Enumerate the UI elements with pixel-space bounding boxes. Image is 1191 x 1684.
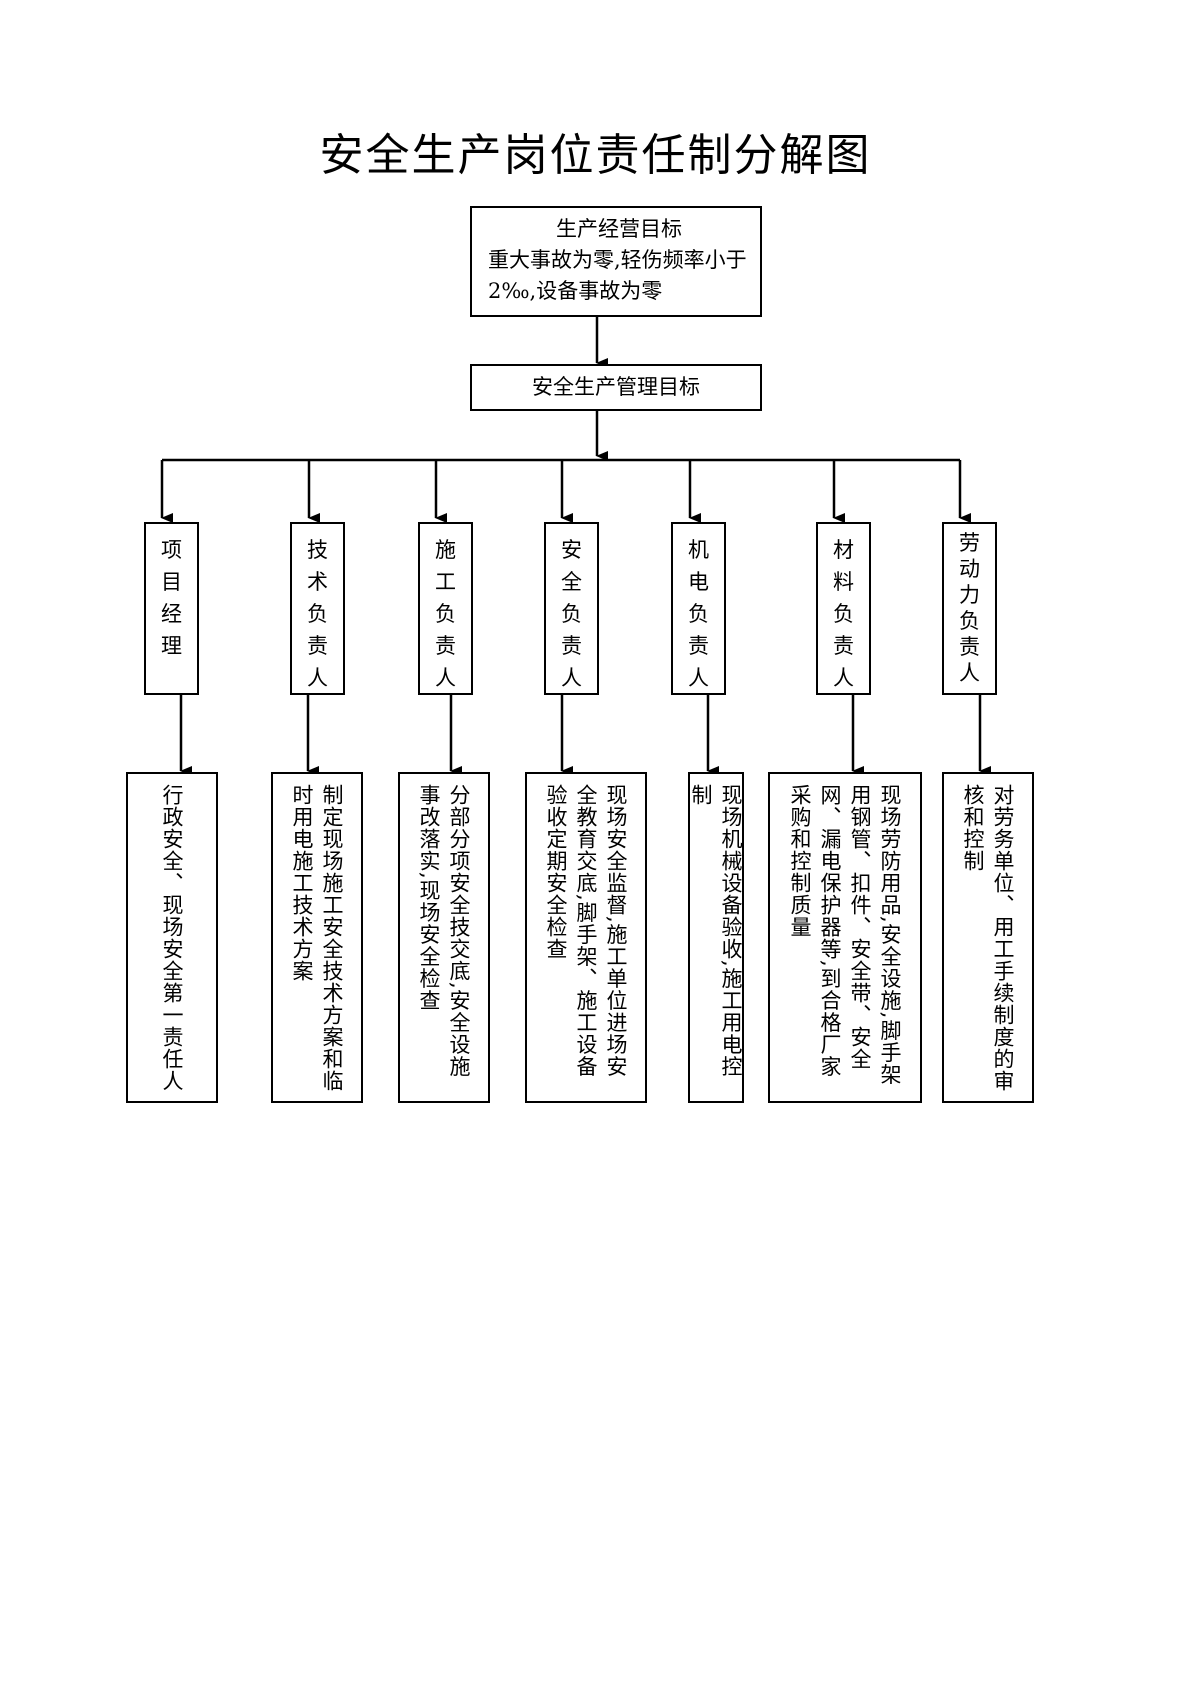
- role-box-materials-lead: 材 料 负 责 人: [816, 522, 871, 695]
- role-label-char: 术: [307, 570, 328, 594]
- role-box-technical-lead: 技 术 负 责 人: [290, 522, 345, 695]
- role-box-electromechanical-lead: 机 电 负 责 人: [671, 522, 726, 695]
- production-goal-heading: 生产经营目标: [556, 217, 682, 241]
- role-label-char: 技: [307, 538, 328, 562]
- role-box-labor-lead: 劳 动 力 负 责 人: [942, 522, 997, 695]
- role-label-char: 责: [561, 634, 582, 658]
- role-label-char: 料: [833, 570, 854, 594]
- duty-text: 对劳务单位、用工手续制度的审核和控制: [961, 784, 1015, 1092]
- duty-text: 制定现场施工安全技术方案和临时用电施工技术方案: [290, 784, 344, 1092]
- duty-text: 分部分项安全技交底,安全设施事改落实,现场安全检查: [417, 784, 471, 1078]
- duty-text: 现场劳防用品,安全设施,脚手架用钢管、扣件、安全带、安全网、漏电保护器等,到合格…: [788, 784, 902, 1086]
- role-label-char: 材: [833, 538, 854, 562]
- role-label-char: 全: [561, 570, 582, 594]
- role-label-char: 电: [688, 570, 709, 594]
- duty-box-technical-lead: 制定现场施工安全技术方案和临时用电施工技术方案: [271, 772, 363, 1103]
- role-label-char: 理: [161, 634, 182, 658]
- management-goal-box: 安全生产管理目标: [470, 364, 762, 411]
- role-label-char: 项: [161, 538, 182, 562]
- role-label-char: 人: [959, 661, 980, 685]
- production-goal-box: 生产经营目标 重大事故为零,轻伤频率小于 2‰,设备事故为零: [470, 206, 762, 317]
- role-label-char: 责: [435, 634, 456, 658]
- role-label-char: 人: [435, 666, 456, 690]
- role-box-project-manager: 项 目 经 理: [144, 522, 199, 695]
- role-label-char: 责: [833, 634, 854, 658]
- duty-box-project-manager: 行政安全、现场安全第一责任人: [126, 772, 218, 1103]
- duty-box-construction-lead: 分部分项安全技交底,安全设施事改落实,现场安全检查: [398, 772, 490, 1103]
- role-label-char: 负: [561, 602, 582, 626]
- duty-box-labor-lead: 对劳务单位、用工手续制度的审核和控制: [942, 772, 1034, 1103]
- role-label-char: 负: [307, 602, 328, 626]
- role-label-char: 施: [435, 538, 456, 562]
- duty-box-electromechanical-lead: 现场机械设备验收,施工用电控制: [688, 772, 744, 1103]
- role-label-char: 机: [688, 538, 709, 562]
- role-box-construction-lead: 施 工 负 责 人: [418, 522, 473, 695]
- production-goal-line-2: 重大事故为零,轻伤频率小于: [488, 248, 747, 272]
- duty-text: 现场机械设备验收,施工用电控制: [689, 784, 743, 1078]
- page-title: 安全生产岗位责任制分解图: [319, 130, 872, 181]
- role-label-char: 责: [959, 635, 980, 659]
- duty-box-materials-lead: 现场劳防用品,安全设施,脚手架用钢管、扣件、安全带、安全网、漏电保护器等,到合格…: [768, 772, 922, 1103]
- production-goal-line-3: 2‰,设备事故为零: [488, 279, 663, 303]
- role-label-char: 安: [561, 538, 582, 562]
- role-label-char: 负: [833, 602, 854, 626]
- role-box-safety-lead: 安 全 负 责 人: [544, 522, 599, 695]
- duty-box-safety-lead: 现场安全监督,施工单位进场安全教育交底,脚手架、施工设备验收定期安全检查: [525, 772, 647, 1103]
- role-label-char: 责: [688, 634, 709, 658]
- role-label-char: 人: [307, 666, 328, 690]
- role-label-char: 目: [161, 570, 182, 594]
- role-label-char: 劳: [959, 531, 980, 555]
- role-label-char: 负: [688, 602, 709, 626]
- duty-text: 现场安全监督,施工单位进场安全教育交底,脚手架、施工设备验收定期安全检查: [544, 784, 628, 1078]
- role-label-char: 经: [161, 602, 182, 626]
- role-label-char: 力: [959, 583, 980, 607]
- role-label-char: 责: [307, 634, 328, 658]
- role-label-char: 负: [959, 609, 980, 633]
- role-label-char: 工: [435, 570, 456, 594]
- role-label-char: 负: [435, 602, 456, 626]
- duty-text: 行政安全、现场安全第一责任人: [160, 784, 184, 1092]
- role-label-char: 人: [833, 666, 854, 690]
- role-label-char: 人: [688, 666, 709, 690]
- role-label-char: 动: [959, 557, 980, 581]
- role-label-char: 人: [561, 666, 582, 690]
